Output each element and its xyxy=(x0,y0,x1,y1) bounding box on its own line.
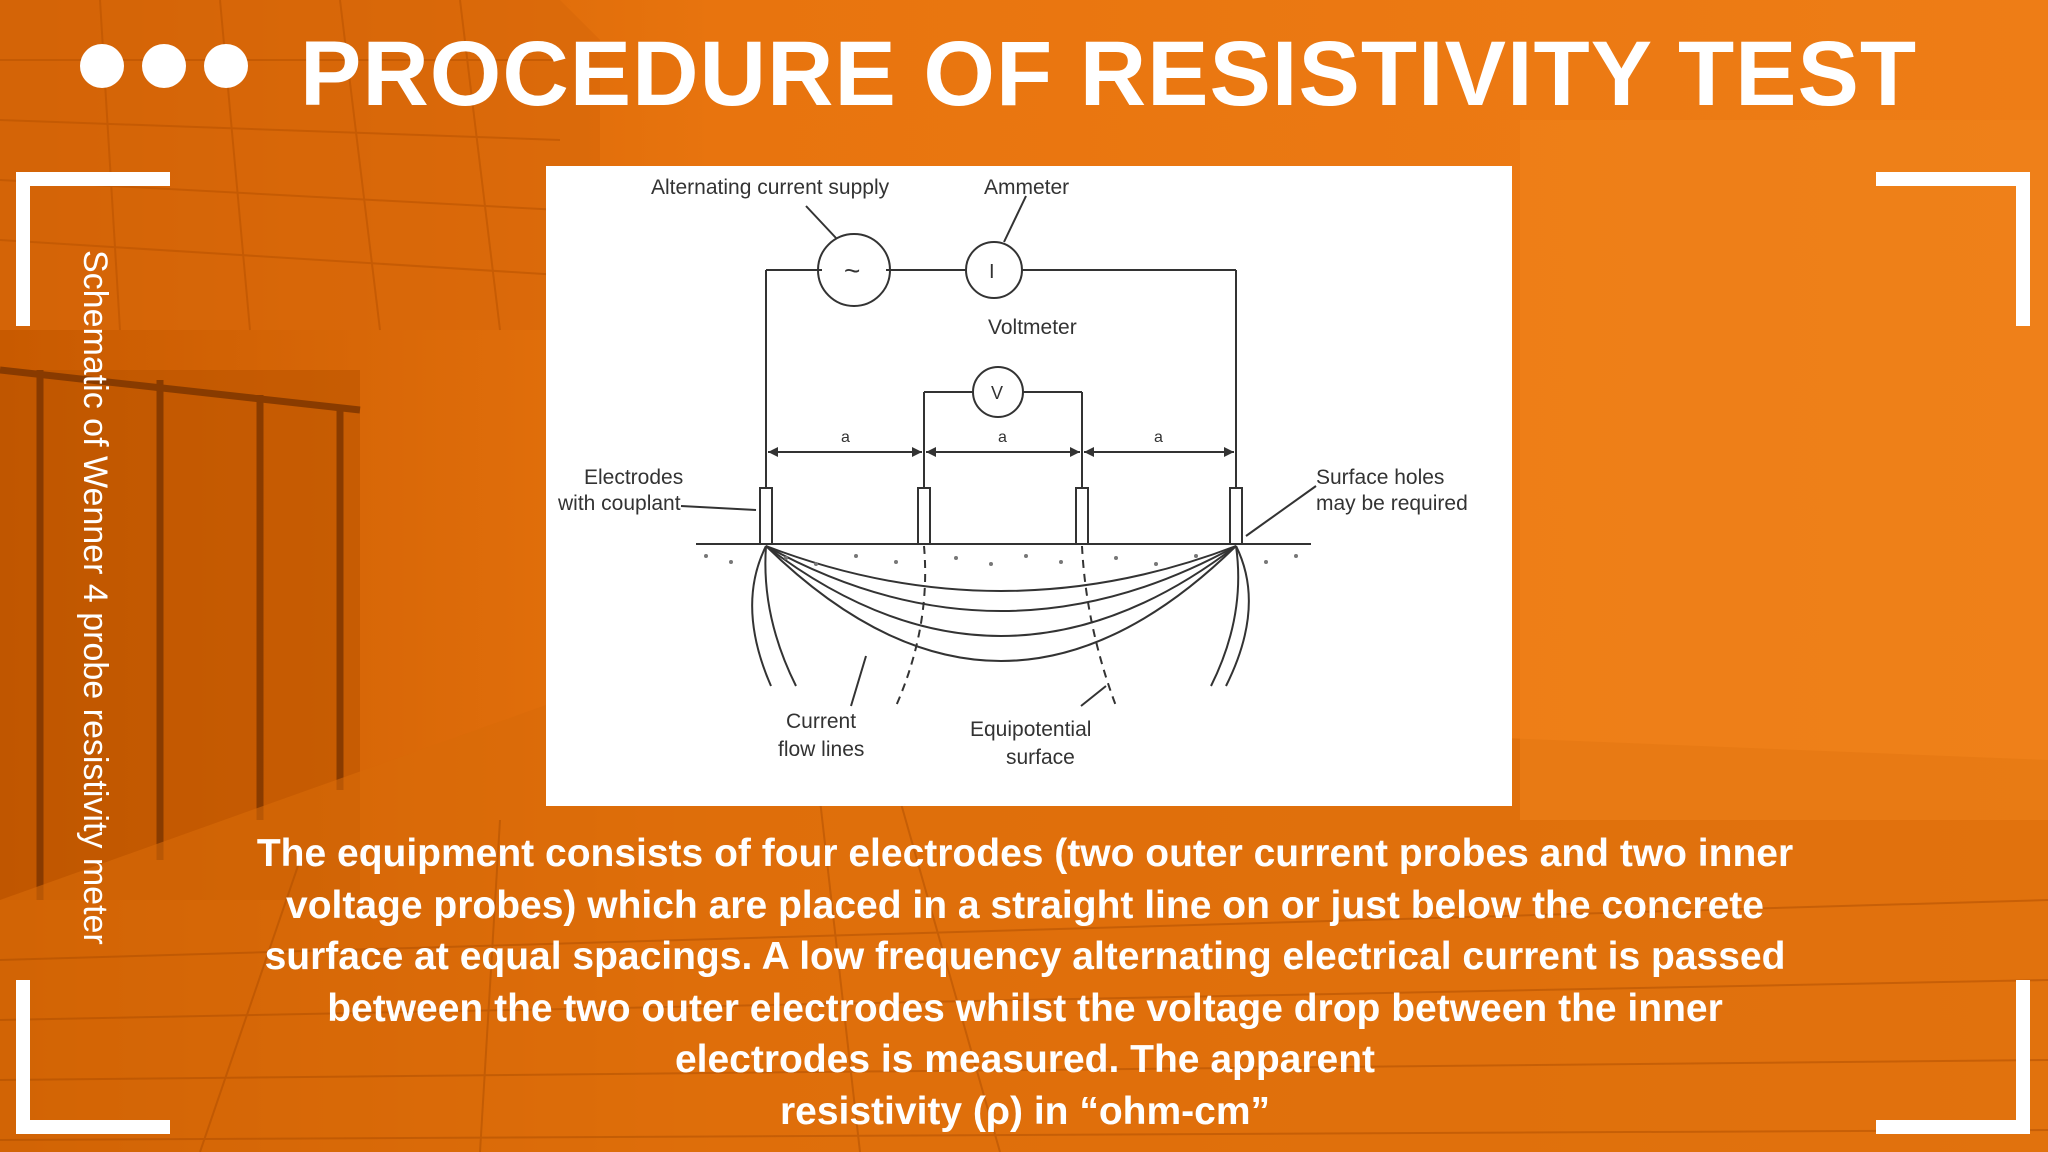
decorative-dots xyxy=(80,44,248,88)
voltmeter-symbol: V xyxy=(991,383,1003,403)
corner-bracket-bottom-right xyxy=(1876,980,2030,1134)
label-spacing-a2: a xyxy=(998,429,1007,446)
dot-icon xyxy=(142,44,186,88)
corner-bracket-top-right xyxy=(1876,172,2030,326)
side-caption: Schematic of Wenner 4 probe resistivity … xyxy=(76,250,114,945)
label-voltmeter: Voltmeter xyxy=(988,316,1077,339)
body-line: electrodes is measured. The apparent xyxy=(674,1038,1376,1081)
body-paragraph: The equipment consists of four electrode… xyxy=(160,828,1890,1137)
label-equipotential-line2: surface xyxy=(1006,746,1075,769)
label-holes-line2: may be required xyxy=(1316,492,1468,515)
label-spacing-a3: a xyxy=(1154,429,1163,446)
body-line: between the two outer electrodes whilst … xyxy=(327,986,1723,1030)
body-line: resistivity (ρ) in “ohm-cm” xyxy=(779,1089,1271,1133)
label-spacing-a1: a xyxy=(841,429,850,446)
corner-bracket-top-left xyxy=(16,172,170,326)
body-line: surface at equal spacings. A low frequen… xyxy=(264,935,1786,978)
body-line: The equipment consists of four electrode… xyxy=(256,832,1794,875)
wenner-schematic-figure: Alternating current supply Ammeter Voltm… xyxy=(546,166,1512,806)
label-equipotential-line1: Equipotential xyxy=(970,718,1091,741)
wenner-schematic-diagram: Alternating current supply Ammeter Voltm… xyxy=(557,176,1468,769)
label-current-line2: flow lines xyxy=(778,738,864,761)
corner-bracket-bottom-left xyxy=(16,980,170,1134)
body-line: voltage probes) which are placed in a st… xyxy=(286,883,1764,927)
ac-symbol: ~ xyxy=(844,255,860,286)
label-electrodes-line1: Electrodes xyxy=(584,466,683,489)
label-current-line1: Current xyxy=(786,710,856,733)
ammeter-symbol: I xyxy=(989,261,995,283)
label-holes-line1: Surface holes xyxy=(1316,466,1444,489)
slide-title: PROCEDURE OF RESISTIVITY TEST xyxy=(300,23,1918,125)
label-ac-supply: Alternating current supply xyxy=(651,176,890,199)
label-ammeter: Ammeter xyxy=(984,176,1069,199)
label-electrodes-line2: with couplant xyxy=(557,492,681,515)
dot-icon xyxy=(80,44,124,88)
dot-icon xyxy=(204,44,248,88)
